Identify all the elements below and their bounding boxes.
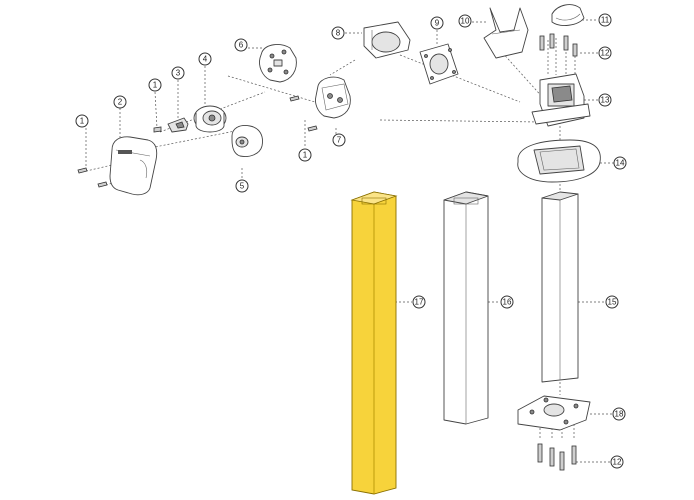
leader-lines — [81, 19, 614, 463]
callout-18: 18 — [612, 407, 626, 421]
callout-12-top: 12 — [598, 46, 612, 60]
part-top-frame — [531, 73, 591, 127]
callout-8: 8 — [331, 26, 345, 40]
part-screws-middle — [289, 95, 318, 132]
callout-1-upper: 1 — [148, 78, 162, 92]
svg-text:1: 1 — [153, 81, 158, 90]
part-lock-housing — [193, 105, 227, 133]
svg-text:9: 9 — [435, 19, 440, 28]
callout-4: 4 — [198, 52, 212, 66]
callout-16: 16 — [500, 295, 514, 309]
part-collar — [517, 139, 601, 183]
svg-text:10: 10 — [461, 17, 470, 26]
callout-15: 15 — [605, 295, 619, 309]
svg-text:11: 11 — [601, 16, 610, 25]
svg-text:13: 13 — [601, 96, 610, 105]
svg-text:12: 12 — [601, 49, 610, 58]
part-top-cap — [551, 4, 585, 26]
part-cylinder-adapter — [363, 21, 411, 59]
callout-13: 13 — [598, 93, 612, 107]
callout-10: 10 — [458, 14, 472, 28]
svg-text:15: 15 — [608, 298, 617, 307]
part-backplate — [259, 44, 297, 83]
callout-6: 6 — [234, 38, 248, 52]
svg-text:8: 8 — [336, 29, 341, 38]
svg-text:1: 1 — [303, 151, 308, 160]
callout-7: 7 — [332, 133, 346, 147]
part-white-post — [443, 191, 489, 425]
part-round-cap — [231, 125, 263, 157]
svg-text:1: 1 — [80, 117, 85, 126]
callout-11: 11 — [598, 13, 612, 27]
part-u-channel — [483, 7, 529, 59]
part-screws-top — [539, 33, 578, 57]
callout-17: 17 — [412, 295, 426, 309]
part-highlighted-post — [350, 191, 398, 495]
callout-3: 3 — [171, 66, 185, 80]
svg-text:4: 4 — [203, 55, 208, 64]
svg-text:7: 7 — [337, 136, 342, 145]
part-main-post — [541, 191, 579, 383]
part-mounting-bracket — [315, 76, 351, 119]
callout-2: 2 — [113, 95, 127, 109]
part-screws-left — [77, 126, 162, 188]
svg-text:5: 5 — [240, 182, 245, 191]
svg-text:16: 16 — [503, 298, 512, 307]
callout-1-center: 1 — [298, 148, 312, 162]
part-square-flange — [419, 43, 459, 85]
callout-9: 9 — [430, 16, 444, 30]
part-screws-bottom — [537, 443, 577, 471]
svg-text:12: 12 — [613, 458, 622, 467]
svg-text:14: 14 — [616, 159, 625, 168]
part-latch — [167, 117, 189, 133]
callout-5: 5 — [235, 179, 249, 193]
part-front-cover — [109, 136, 158, 196]
svg-text:2: 2 — [118, 98, 123, 107]
svg-text:6: 6 — [239, 41, 244, 50]
part-base-plate — [517, 395, 591, 431]
callout-1-left: 1 — [75, 114, 89, 128]
svg-text:3: 3 — [176, 69, 181, 78]
callout-12-bottom: 12 — [610, 455, 624, 469]
svg-text:17: 17 — [415, 298, 424, 307]
callout-14: 14 — [613, 156, 627, 170]
svg-text:18: 18 — [615, 410, 624, 419]
